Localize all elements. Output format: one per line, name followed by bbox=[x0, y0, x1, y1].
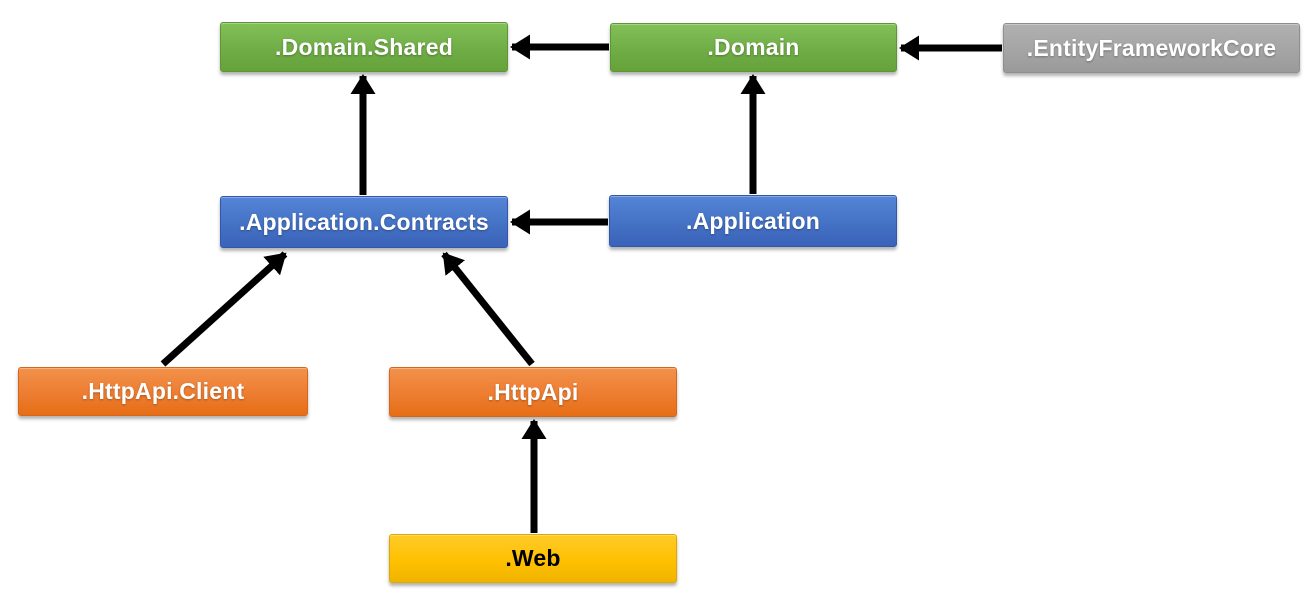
dependency-arrows bbox=[160, 34, 1002, 533]
node-application-contracts: .Application.Contracts bbox=[220, 196, 508, 248]
node-label: .HttpApi.Client bbox=[81, 378, 245, 404]
node-label: .EntityFrameworkCore bbox=[1026, 34, 1277, 61]
node-httpapi: .HttpApi bbox=[389, 367, 677, 417]
node-label: .Domain bbox=[707, 34, 800, 60]
node-label: .Web bbox=[505, 545, 561, 571]
node-web: .Web bbox=[389, 534, 677, 583]
edge-httpapi-to-application-contracts bbox=[441, 251, 535, 367]
node-label: .Domain.Shared bbox=[275, 33, 453, 60]
node-domain: .Domain bbox=[610, 23, 897, 72]
node-label: .Application bbox=[685, 207, 820, 234]
node-domain-shared: .Domain.Shared bbox=[220, 22, 508, 72]
node-label: .HttpApi bbox=[487, 378, 579, 405]
node-entity-framework-core: .EntityFrameworkCore bbox=[1003, 23, 1300, 73]
node-label: .Application.Contracts bbox=[239, 208, 489, 235]
edge-httpapi-client-to-application-contracts bbox=[160, 251, 288, 367]
node-httpapi-client: .HttpApi.Client bbox=[18, 367, 308, 416]
node-application: .Application bbox=[609, 195, 897, 247]
